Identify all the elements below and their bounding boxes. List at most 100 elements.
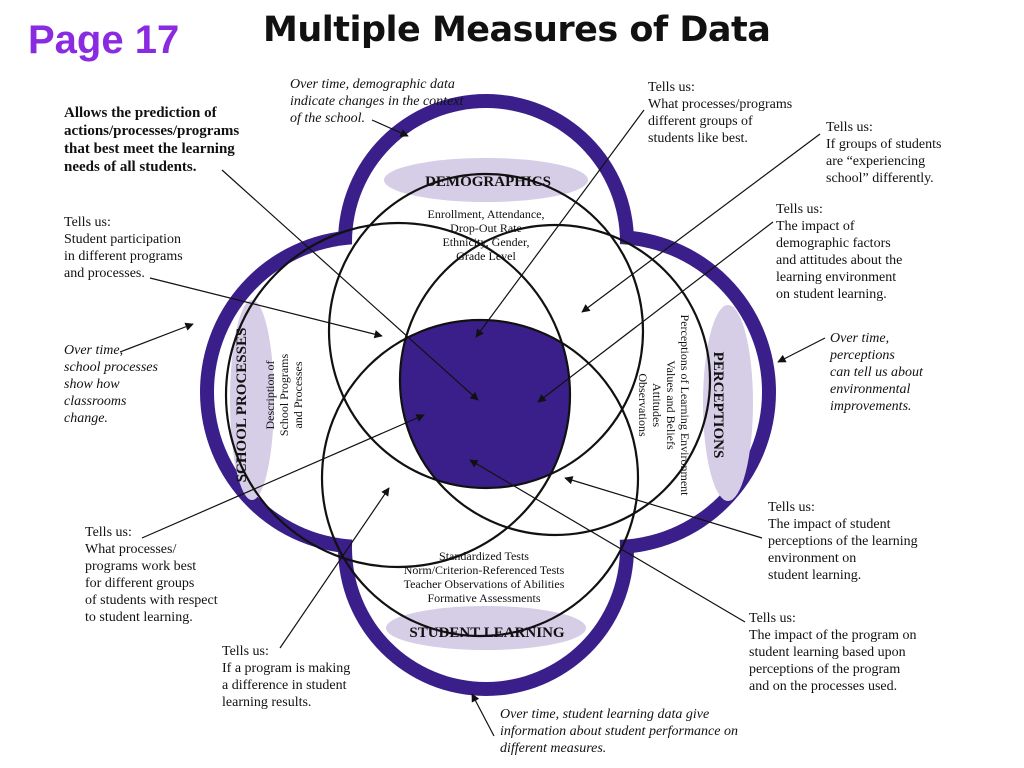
annotation-line: Tells us: — [749, 611, 796, 626]
annotation-line: students like best. — [648, 131, 748, 146]
annotation-line: needs of all students. — [64, 159, 197, 175]
annotation-line: Over time, — [830, 331, 890, 346]
annotation-line: perceptions of the program — [749, 662, 901, 677]
arrow — [777, 337, 826, 363]
annotation-line: student learning. — [768, 568, 862, 583]
content-line: School Programs — [277, 354, 291, 437]
annotation-line: What processes/programs — [648, 97, 793, 112]
perceptions-content: Perceptions of Learning Environment Valu… — [636, 315, 692, 497]
arrow — [119, 322, 194, 353]
annotation-demographics-overtime: Over time, demographic data indicate cha… — [290, 76, 463, 127]
content-line: Standardized Tests — [439, 549, 529, 563]
annotation-line: student learning based upon — [749, 645, 906, 660]
arrow — [221, 169, 479, 401]
demographics-label: DEMOGRAPHICS — [425, 174, 551, 190]
content-line: Ethnicity, Gender, — [442, 235, 529, 249]
content-line: Teacher Observations of Abilities — [404, 577, 565, 591]
annotation-line: learning environment — [776, 270, 897, 285]
annotation-line: actions/processes/programs — [64, 123, 240, 139]
perceptions-circle — [398, 223, 712, 537]
annotation-line: What processes/ — [85, 542, 177, 557]
annotation-line: demographic factors — [776, 236, 891, 251]
annotation-line: change. — [64, 411, 108, 426]
annotation-line: information about student performance on — [500, 724, 738, 739]
annotation-line: Tells us: — [64, 215, 111, 230]
annotation-learning-overtime: Over time, student learning data give in… — [500, 706, 738, 757]
school-processes-band — [230, 300, 274, 500]
annotation-like-best: Tells us: What processes/programs differ… — [648, 79, 792, 147]
content-line: Norm/Criterion-Referenced Tests — [404, 563, 565, 577]
annotation-line: for different groups — [85, 576, 195, 591]
content-line: Attitudes — [650, 383, 664, 427]
content-line: and Processes — [291, 361, 305, 428]
annotation-experiencing: Tells us: If groups of students are “exp… — [826, 119, 942, 187]
content-line: Enrollment, Attendance, — [428, 207, 545, 221]
arrow — [475, 109, 645, 338]
annotation-line: Tells us: — [648, 80, 695, 95]
student-learning-content: Standardized Tests Norm/Criterion-Refere… — [404, 549, 565, 605]
annotation-line: Tells us: — [826, 120, 873, 135]
annotation-line: programs work best — [85, 559, 197, 574]
annotation-line: learning results. — [222, 695, 312, 710]
annotation-line: are “experiencing — [826, 154, 926, 169]
student-learning-band — [386, 606, 586, 650]
annotation-demographic-factors: Tells us: The impact of demographic fact… — [776, 201, 902, 303]
annotation-perceptions-overtime: Over time, perceptions can tell us about… — [830, 330, 923, 415]
school-processes-label: SCHOOL PROCESSES — [234, 328, 250, 483]
arrow — [537, 221, 774, 403]
school-processes-content: Description of School Programs and Proce… — [263, 354, 305, 437]
content-line: Grade Level — [456, 249, 516, 263]
arrow — [149, 277, 383, 339]
annotation-line: to student learning. — [85, 610, 193, 625]
annotation-line: perceptions of the learning — [768, 534, 918, 549]
arrow — [141, 414, 425, 539]
annotation-participation: Tells us: Student participation in diffe… — [64, 214, 183, 282]
annotation-line: Student participation — [64, 232, 182, 247]
content-line: Drop-Out Rate — [450, 221, 522, 235]
annotation-line: environmental — [830, 382, 911, 397]
annotation-line: school” differently. — [826, 171, 934, 186]
annotation-line: Tells us: — [85, 525, 132, 540]
annotation-line: can tell us about — [830, 365, 923, 380]
annotation-line: improvements. — [830, 399, 912, 414]
annotation-line: Over time, — [64, 343, 124, 358]
demographics-band — [384, 158, 588, 202]
arrow — [581, 133, 821, 313]
annotation-what-works-best: Tells us: What processes/ programs work … — [85, 524, 218, 626]
annotation-line: different measures. — [500, 741, 607, 756]
arrow — [371, 119, 409, 137]
annotation-line: Over time, student learning data give — [500, 707, 710, 722]
annotation-line: The impact of student — [768, 517, 891, 532]
arrow — [471, 693, 495, 737]
annotation-line: on student learning. — [776, 287, 887, 302]
content-line: Perceptions of Learning Environment — [678, 315, 692, 497]
content-line: Description of — [263, 361, 277, 430]
annotation-line: Tells us: — [768, 500, 815, 515]
annotation-line: that best meet the learning — [64, 141, 235, 157]
annotation-school-overtime: Over time, school processes show how cla… — [64, 342, 158, 427]
annotation-line: show how — [64, 377, 120, 392]
arrows — [119, 109, 826, 737]
annotation-program-impact: Tells us: The impact of the program on s… — [749, 610, 917, 695]
annotation-line: The impact of — [776, 219, 855, 234]
annotation-line: and on the processes used. — [749, 679, 898, 694]
arrow — [469, 459, 746, 623]
demographics-circle — [327, 172, 645, 490]
annotation-line: Allows the prediction of — [64, 105, 217, 121]
annotation-line: Over time, demographic data — [290, 77, 455, 92]
annotation-line: indicate changes in the context — [290, 94, 464, 109]
annotation-line: of the school. — [290, 111, 366, 126]
annotation-line: The impact of the program on — [749, 628, 917, 643]
content-line: Values and Beliefs — [664, 360, 678, 450]
perceptions-band — [703, 305, 753, 501]
annotation-line: and processes. — [64, 266, 145, 281]
annotation-line: school processes — [64, 360, 158, 375]
content-line: Observations — [636, 373, 650, 437]
annotation-line: Tells us: — [222, 644, 269, 659]
annotation-line: If groups of students — [826, 137, 942, 152]
student-learning-label: STUDENT LEARNING — [409, 625, 565, 641]
annotation-line: and attitudes about the — [776, 253, 903, 268]
annotation-line: of students with respect — [85, 593, 218, 608]
student-learning-circle — [320, 318, 640, 638]
annotation-line: different groups of — [648, 114, 753, 129]
